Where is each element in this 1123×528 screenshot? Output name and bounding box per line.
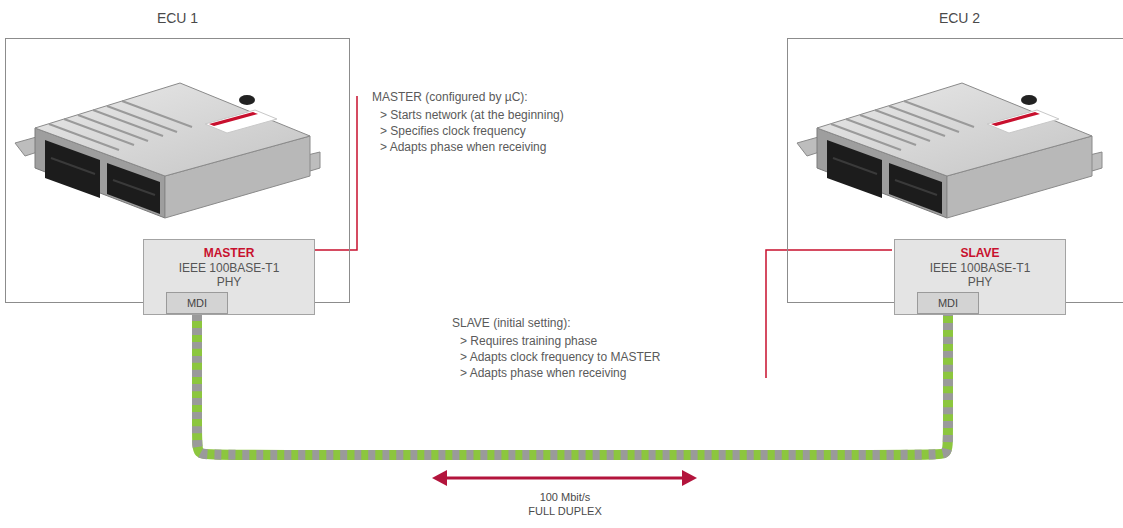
callout-bullet: > Adapts clock frequency to MASTER: [460, 350, 660, 365]
cable-strand: [197, 314, 948, 455]
callout-bullet: > Adapts phase when receiving: [460, 366, 626, 381]
ecu-box: ECU 1MASTERIEEE 100BASE-T1 PHYMDI: [5, 38, 350, 303]
phy-name: IEEE 100BASE-T1 PHY: [924, 261, 1036, 289]
leader-line: [301, 96, 357, 250]
phy-role: SLAVE: [895, 246, 1065, 260]
phy-box: SLAVEIEEE 100BASE-T1 PHY MDI: [894, 239, 1066, 315]
callout-bullet: > Requires training phase: [460, 334, 597, 349]
ecu-box: ECU 2SLAVEIEEE 100BASE-T1 PHYMDI: [787, 38, 1123, 303]
phy-name: IEEE 100BASE-T1 PHY: [173, 261, 285, 289]
callout-bullet: > Specifies clock frequency: [380, 124, 526, 139]
mdi-label: MDI: [187, 297, 207, 310]
duplex-arrow-head: [682, 470, 697, 486]
duplex-arrow-head: [432, 470, 447, 486]
ecu-heading: ECU 2: [788, 9, 1123, 27]
bandwidth-label: 100 Mbit/s FULL DUPLEX: [525, 490, 605, 518]
phy-role: MASTER: [144, 246, 314, 260]
phy-box: MASTERIEEE 100BASE-T1 PHY MDI: [143, 239, 315, 315]
mdi-box: MDI: [166, 292, 228, 314]
duplex-arrow-shaft: [442, 477, 687, 480]
leader-line: [766, 250, 892, 378]
callout-bullet: > Starts network (at the beginning): [380, 108, 564, 123]
callout-heading: MASTER (configured by µC):: [372, 90, 528, 105]
callout-bullet: > Adapts phase when receiving: [380, 140, 546, 155]
mdi-box: MDI: [917, 292, 979, 314]
ecu-illustration: [797, 83, 1102, 218]
mdi-label: MDI: [938, 297, 958, 310]
twisted-pair-cable: [197, 314, 948, 455]
ecu-heading: ECU 1: [6, 9, 349, 27]
callout-heading: SLAVE (initial setting):: [452, 316, 571, 331]
ecu-illustration: [15, 83, 320, 218]
cable-strand: [197, 314, 948, 455]
